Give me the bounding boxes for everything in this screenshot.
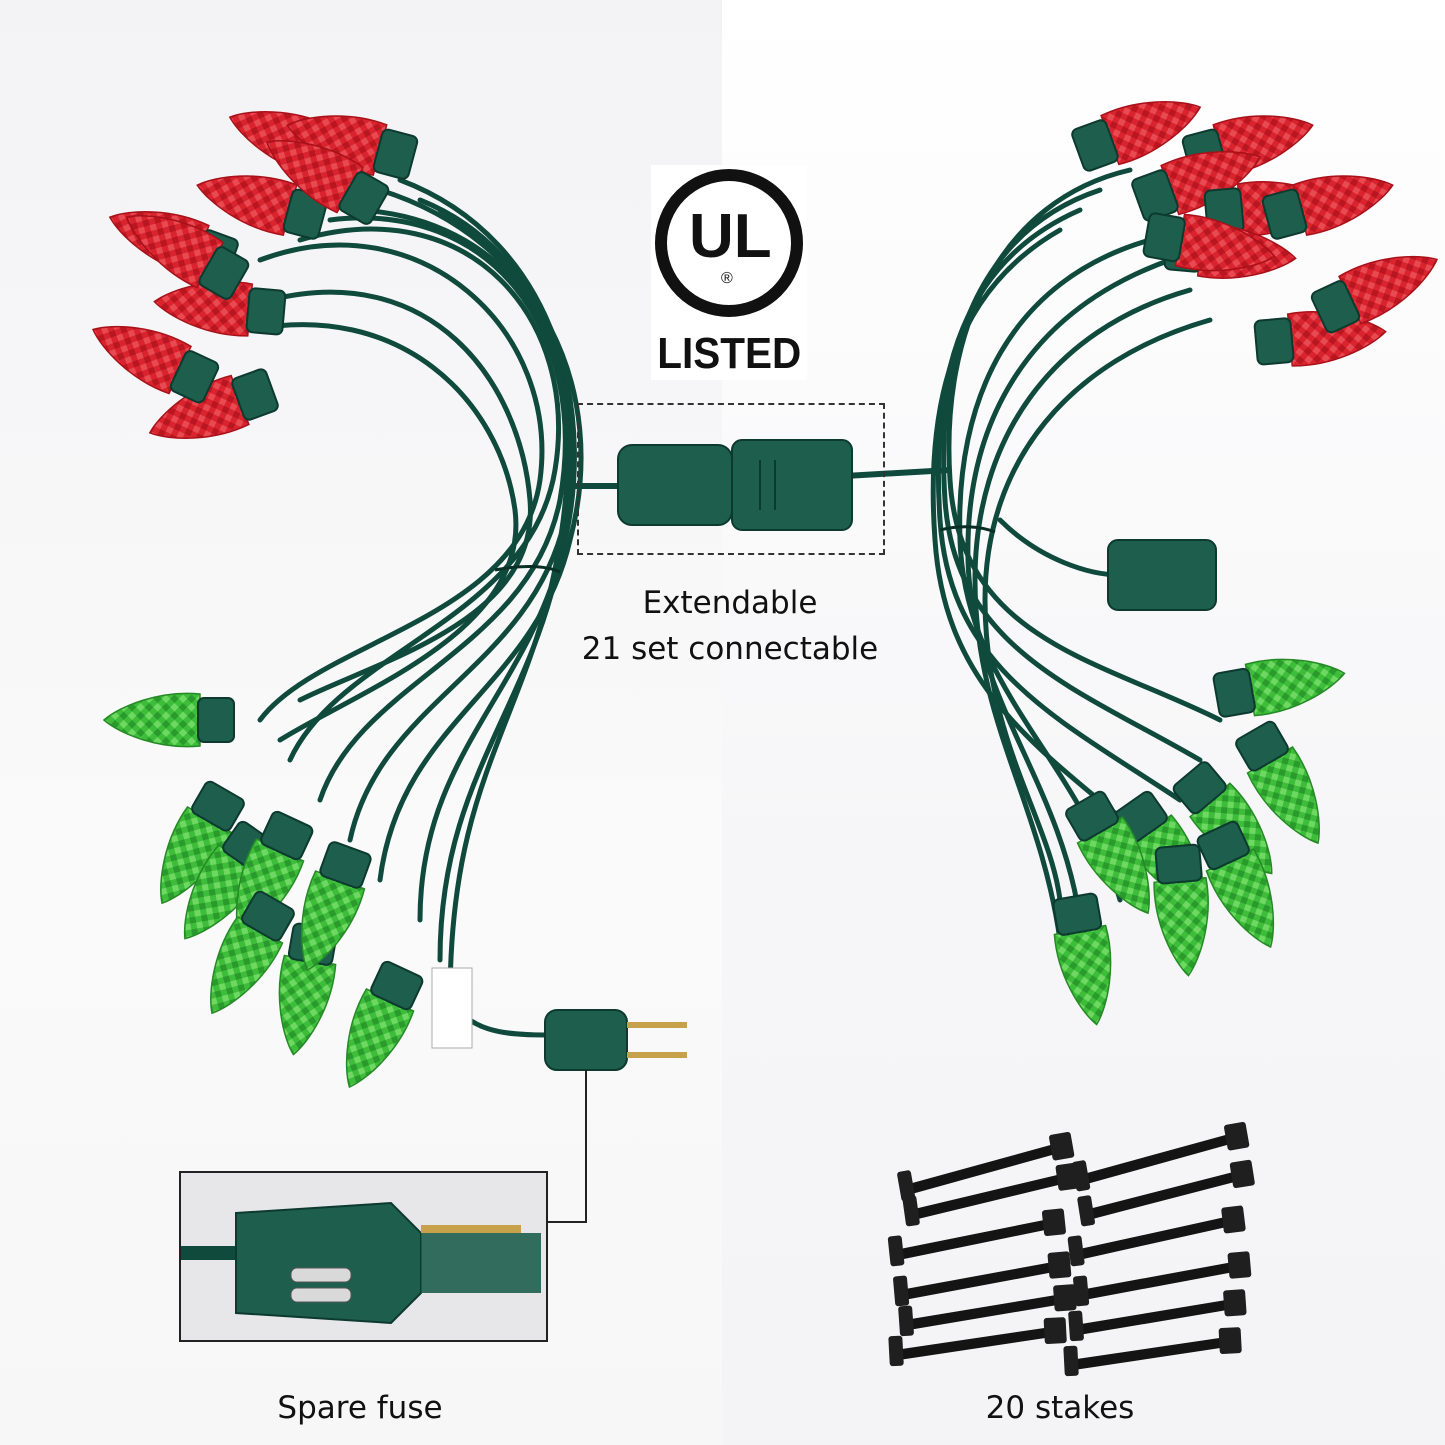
stakes-caption: 20 stakes xyxy=(985,1390,1135,1426)
extendable-caption: Extendable 21 set connectable xyxy=(560,580,900,672)
fuse-icon xyxy=(181,1173,546,1340)
ul-listed-icon: UL ® LISTED xyxy=(651,165,807,380)
left-wire-coil xyxy=(247,177,584,1038)
right-green-bulbs xyxy=(1046,646,1351,1031)
registered-mark: ® xyxy=(721,270,733,287)
ul-listed-label: LISTED xyxy=(657,329,802,378)
end-connector-icon xyxy=(1107,539,1217,611)
right-wire-coil xyxy=(930,167,1223,943)
right-red-bulbs xyxy=(1067,81,1445,371)
left-green-bulbs xyxy=(103,692,430,1100)
spare-fuse-caption: Spare fuse xyxy=(277,1390,443,1426)
plug-icon xyxy=(431,967,687,1071)
extendable-line1: Extendable xyxy=(642,585,818,621)
ul-letters: UL xyxy=(689,202,772,271)
connector-highlight-box xyxy=(577,403,885,555)
fuse-inset xyxy=(179,1171,548,1342)
extendable-line2: 21 set connectable xyxy=(581,631,879,667)
left-red-bulbs xyxy=(80,91,421,459)
stakes-group xyxy=(886,1121,1258,1377)
